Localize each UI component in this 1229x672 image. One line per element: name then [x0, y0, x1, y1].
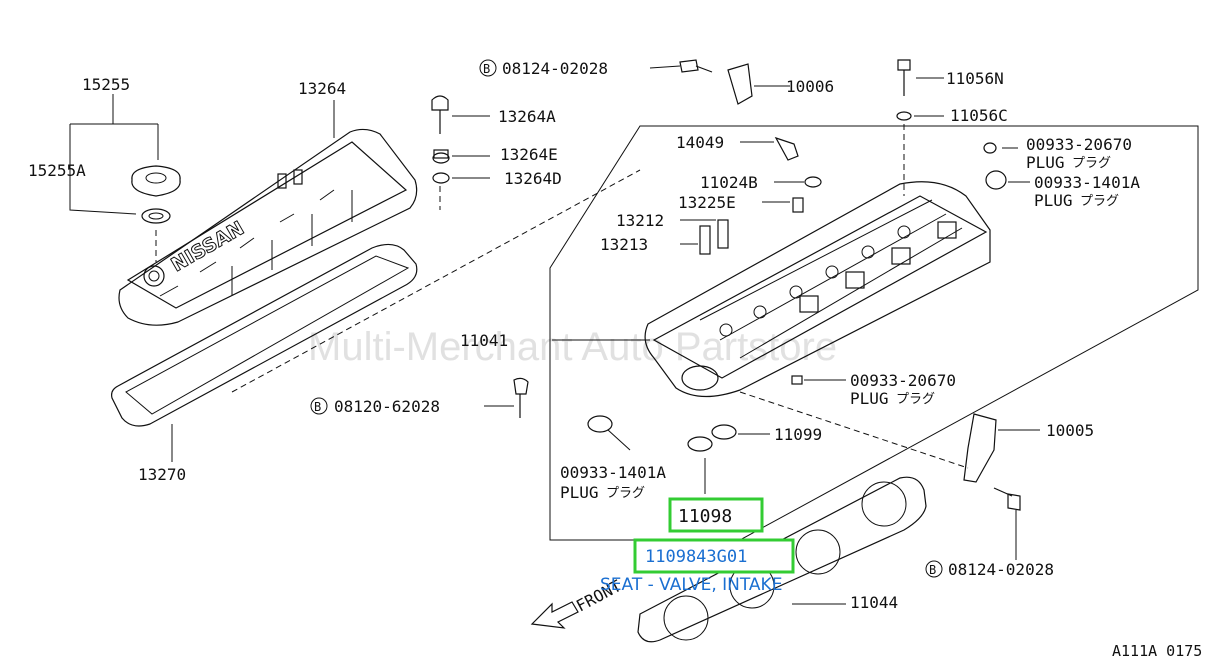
- bracket-drawing: [739, 391, 1040, 560]
- part-11056N[interactable]: 11056N: [946, 69, 1004, 88]
- diagram-code: A111A 0175: [1112, 642, 1202, 660]
- svg-text:08124-02028: 08124-02028: [948, 560, 1054, 579]
- part-10005[interactable]: 10005: [1046, 421, 1094, 440]
- part-00933-1401A-top[interactable]: 00933-1401A PLUG プラグ: [1034, 173, 1140, 210]
- cover-gasket-drawing: [111, 243, 418, 462]
- svg-text:00933-1401A: 00933-1401A: [1034, 173, 1140, 192]
- part-11044[interactable]: 11044: [850, 593, 898, 612]
- part-15255[interactable]: 15255: [82, 75, 130, 94]
- svg-text:08124-02028: 08124-02028: [502, 59, 608, 78]
- part-14049[interactable]: 14049: [676, 133, 724, 152]
- svg-text:プラグ: プラグ: [896, 392, 935, 407]
- part-10006[interactable]: 10006: [786, 77, 834, 96]
- svg-text:PLUG: PLUG: [560, 483, 599, 502]
- part-00933-20670-mid[interactable]: 00933-20670 PLUG プラグ: [850, 371, 956, 408]
- svg-text:プラグ: プラグ: [1072, 156, 1111, 171]
- svg-text:00933-20670: 00933-20670: [850, 371, 956, 390]
- svg-text:PLUG: PLUG: [1026, 153, 1065, 172]
- cylinder-head-drawing: [644, 181, 991, 398]
- svg-text:00933-1401A: 00933-1401A: [560, 463, 666, 482]
- highlight-part-number[interactable]: 1109843G01: [633, 538, 795, 574]
- part-00933-20670-top[interactable]: 00933-20670 PLUG プラグ: [1026, 135, 1132, 172]
- part-11099[interactable]: 11099: [774, 425, 822, 444]
- svg-text:B: B: [314, 400, 321, 414]
- part-08124-02028-top[interactable]: B 08124-02028: [479, 59, 681, 78]
- part-13264[interactable]: 13264: [298, 79, 346, 98]
- part-08124-02028-bottom[interactable]: B 08124-02028: [925, 560, 1054, 579]
- part-11056C[interactable]: 11056C: [950, 106, 1008, 125]
- svg-text:プラグ: プラグ: [1080, 194, 1119, 209]
- oil-cap-drawing: [69, 94, 181, 262]
- svg-text:PLUG: PLUG: [1034, 191, 1073, 210]
- part-11024B[interactable]: 11024B: [700, 173, 758, 192]
- watermark: Multi-Merchant Auto Partstore: [308, 325, 837, 369]
- svg-text:プラグ: プラグ: [606, 486, 645, 501]
- part-11098: 11098: [678, 506, 732, 527]
- svg-text:B: B: [929, 563, 936, 577]
- cover-bolts-drawing: [431, 95, 490, 210]
- highlight-description: SEAT - VALVE, INTAKE: [600, 575, 782, 595]
- cylinder-head-frame: [549, 125, 1199, 541]
- highlight-11098[interactable]: 11098: [668, 497, 764, 533]
- svg-text:08120-62028: 08120-62028: [334, 397, 440, 416]
- head-small-parts: [231, 59, 1030, 393]
- part-13264D[interactable]: 13264D: [504, 169, 562, 188]
- rocker-cover-drawing: NISSAN: [118, 128, 418, 326]
- part-08120-62028[interactable]: B 08120-62028: [310, 397, 440, 416]
- svg-text:PLUG: PLUG: [850, 389, 889, 408]
- part-13270[interactable]: 13270: [138, 465, 186, 484]
- part-13213[interactable]: 13213: [600, 235, 648, 254]
- head-lower-parts: [484, 339, 846, 494]
- part-13264E[interactable]: 13264E: [500, 145, 558, 164]
- part-13225E[interactable]: 13225E: [678, 193, 736, 212]
- highlight-part-number-text: 1109843G01: [645, 547, 747, 567]
- head-gasket-drawing: [637, 476, 927, 643]
- part-13264A[interactable]: 13264A: [498, 107, 556, 126]
- svg-text:B: B: [483, 62, 490, 76]
- part-11041[interactable]: 11041: [460, 331, 508, 350]
- svg-text:00933-20670: 00933-20670: [1026, 135, 1132, 154]
- part-13212[interactable]: 13212: [616, 211, 664, 230]
- part-00933-1401A-bottom[interactable]: 00933-1401A PLUG プラグ: [560, 463, 666, 502]
- part-15255A[interactable]: 15255A: [28, 161, 86, 180]
